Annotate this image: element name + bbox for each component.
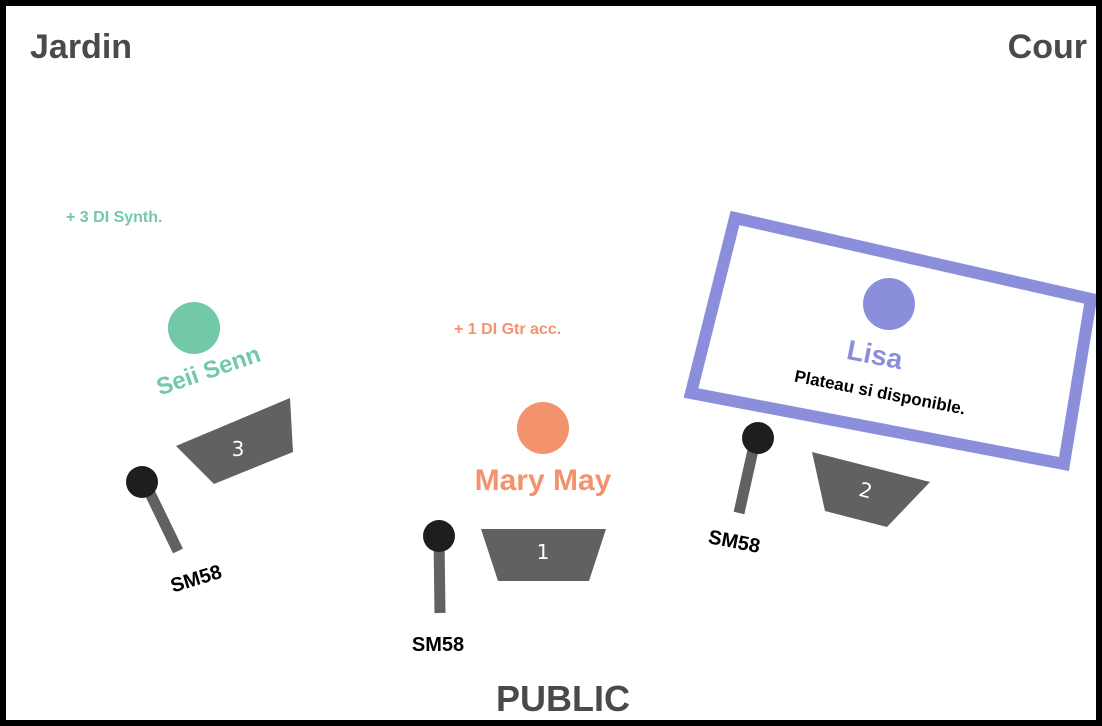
lisa-riser-note: Plateau si disponible. [793,367,967,419]
stage-plot-canvas: Jardin Cour + 3 DI Synth. Seii Senn 3 SM… [30,28,1096,719]
mary-may-position-icon [517,402,569,454]
mary-may-di-note: + 1 DI Gtr acc. [454,321,561,338]
microphone-label: SM58 [168,561,224,597]
lisa-monitor-wedge: 2 [812,452,930,527]
monitor-number: 3 [232,437,245,461]
lisa-position-icon [863,278,915,330]
audience-label: PUBLIC [496,678,630,719]
lisa-name: Lisa [844,334,905,375]
riser-outline [683,210,1096,472]
lisa-microphone: SM58 [706,422,774,558]
microphone-head-icon [126,466,158,498]
mary-may-name: Mary May [475,464,612,497]
monitor-wedge-icon [812,452,930,527]
seii-senn-monitor-wedge: 3 [176,398,293,484]
microphone-label: SM58 [412,634,464,656]
microphone-head-icon [742,422,774,454]
monitor-number: 1 [537,540,550,564]
stage-right-label: Cour [1008,28,1087,66]
monitor-number: 2 [857,477,875,503]
monitor-wedge-icon [481,529,606,581]
seii-senn-name: Seii Senn [153,341,264,402]
microphone-head-icon [423,520,455,552]
mary-may-monitor-wedge: 1 [481,529,606,581]
microphone-stand-icon [733,439,761,515]
seii-senn-di-note: + 3 DI Synth. [66,209,162,226]
monitor-wedge-icon [176,398,293,484]
microphone-label: SM58 [706,526,761,558]
seii-senn-microphone: SM58 [126,466,224,597]
microphone-stand-icon [141,482,183,554]
seii-senn-position-icon [168,302,220,354]
stage-left-label: Jardin [30,28,132,66]
mary-may-microphone: SM58 [412,520,464,656]
